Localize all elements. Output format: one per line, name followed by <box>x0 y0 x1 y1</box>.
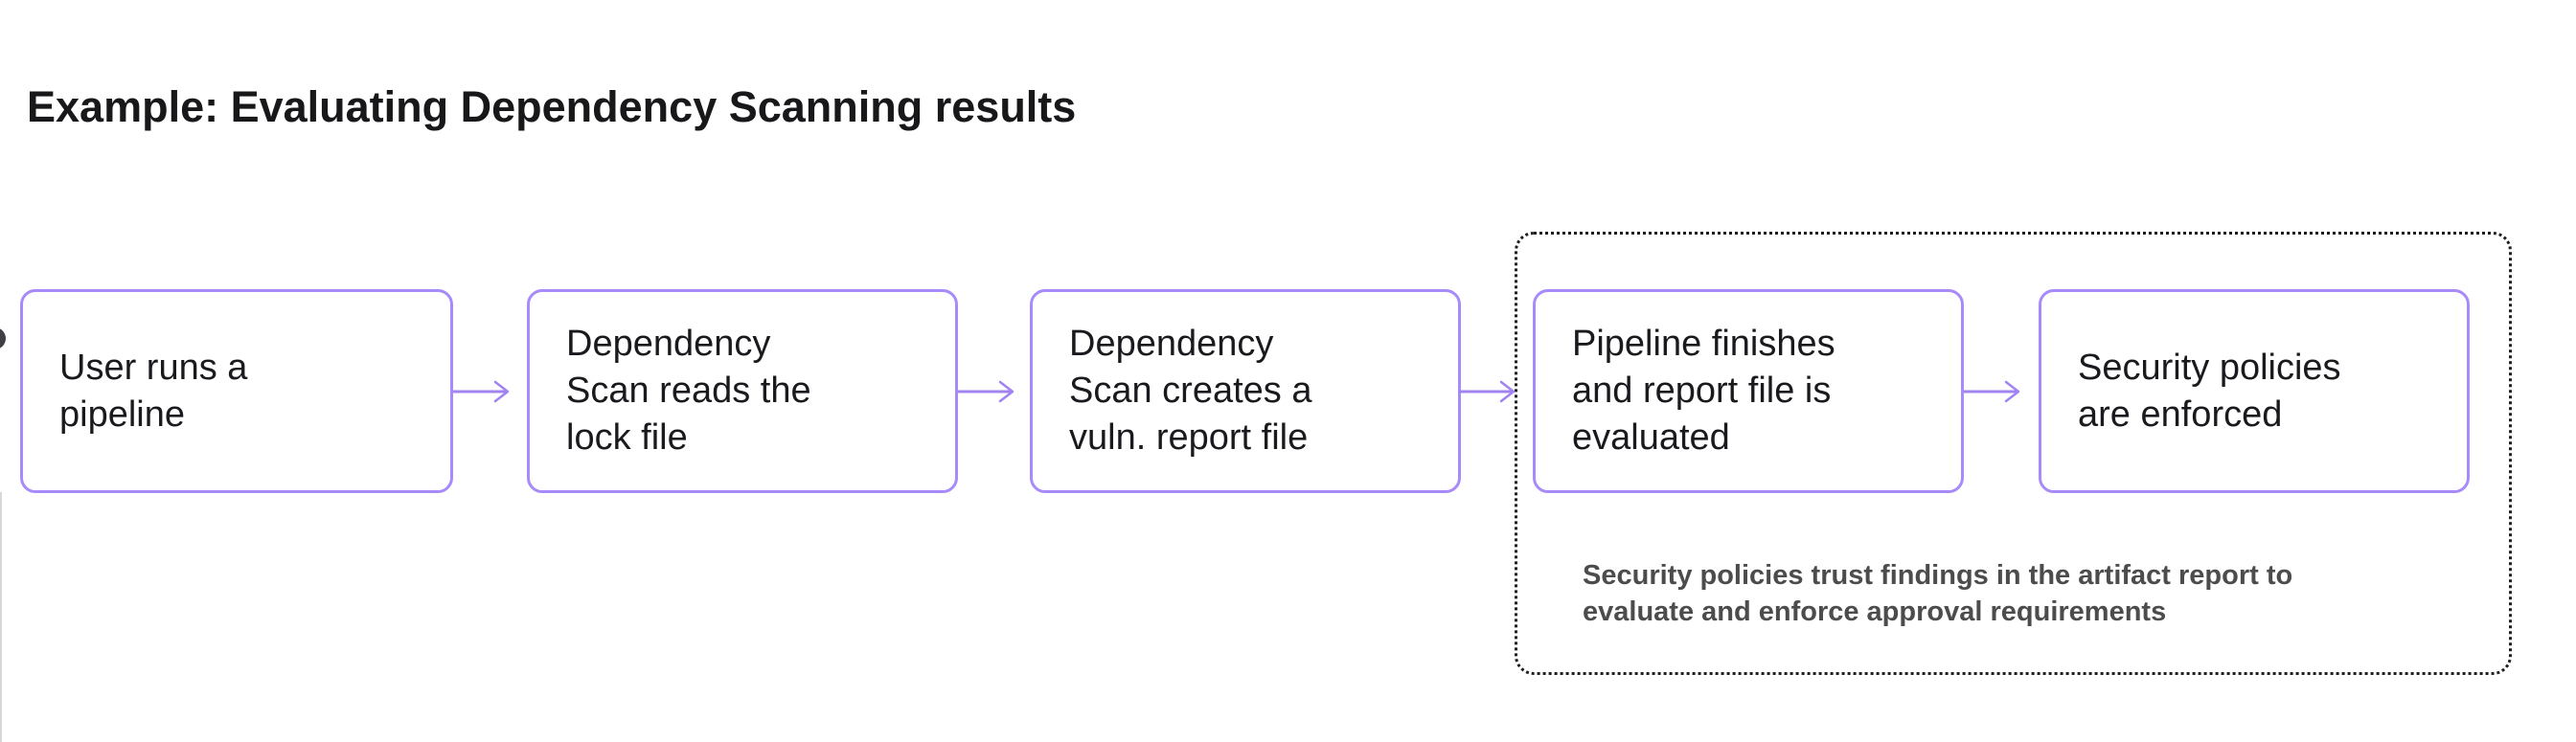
flow-node-label: User runs a pipeline <box>59 347 248 435</box>
flow-node-label: Dependency Scan creates a vuln. report f… <box>1069 324 1312 458</box>
flow-node-scan-reads-lock-file: Dependency Scan reads the lock file <box>527 289 958 493</box>
policy-group-caption: Security policies trust findings in the … <box>1583 560 2293 627</box>
flow-node-policies-enforced: Security policies are enforced <box>2039 289 2470 493</box>
flow-arrow-icon <box>1459 380 1516 403</box>
flow-node-label: Dependency Scan reads the lock file <box>566 324 811 458</box>
flow-node-scan-creates-report: Dependency Scan creates a vuln. report f… <box>1030 289 1461 493</box>
flow-node-label: Pipeline finishes and report file is eva… <box>1572 324 1835 458</box>
clipped-edge-line <box>0 492 2 742</box>
policy-evaluation-group <box>1515 232 2512 675</box>
flow-node-pipeline-finishes-evaluated: Pipeline finishes and report file is eva… <box>1533 289 1964 493</box>
diagram-title: Example: Evaluating Dependency Scanning … <box>27 82 1077 131</box>
flow-arrow-icon <box>453 380 510 403</box>
flow-arrow-icon <box>1964 380 2020 403</box>
flow-node-user-runs-pipeline: User runs a pipeline <box>20 289 453 493</box>
clipped-node-dot <box>0 327 6 349</box>
flow-node-label: Security policies are enforced <box>2078 347 2341 435</box>
flow-arrow-icon <box>958 380 1014 403</box>
